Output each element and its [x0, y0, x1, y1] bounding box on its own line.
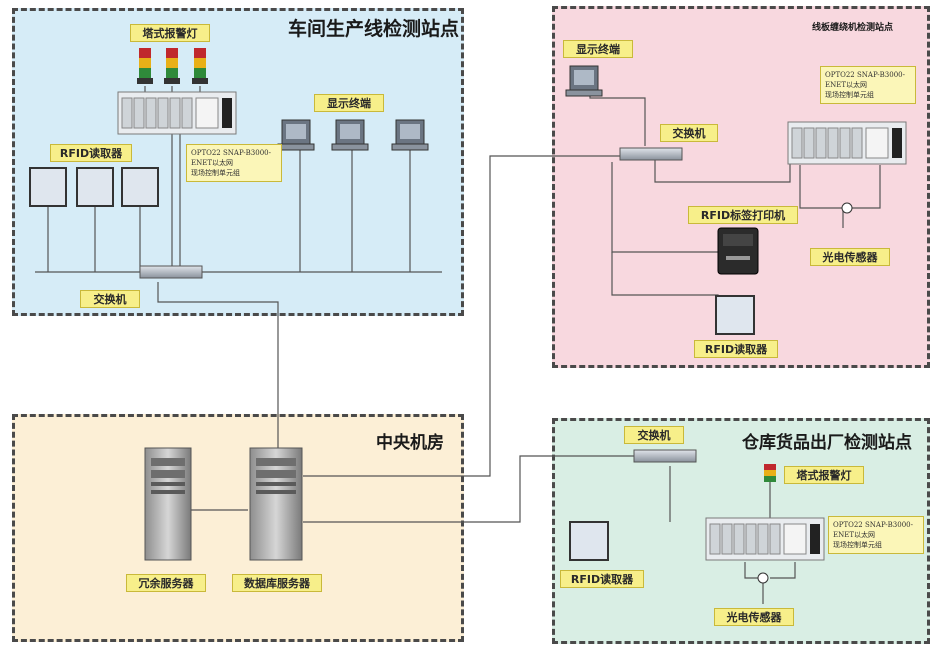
label-backup-server: 冗余服务器 — [126, 574, 206, 592]
label-db-server: 数据库服务器 — [232, 574, 322, 592]
controller-note-board-line1: OPTO22 SNAP-B3000-ENET以太网 — [825, 71, 905, 89]
label-switch-warehouse: 交换机 — [624, 426, 684, 444]
zone-central-title: 中央机房 — [376, 433, 444, 453]
label-display-terminal-workshop: 显示终端 — [314, 94, 384, 112]
zone-workshop-title: 车间生产线检测站点 — [288, 18, 460, 40]
label-photo-sensor-warehouse: 光电传感器 — [714, 608, 794, 626]
label-rfid-printer: RFID标签打印机 — [688, 206, 798, 224]
label-rfid-reader-warehouse: RFID读取器 — [560, 570, 644, 588]
controller-note-warehouse: OPTO22 SNAP-B3000-ENET以太网 现场控制单元组 — [828, 516, 924, 554]
controller-note-board: OPTO22 SNAP-B3000-ENET以太网 现场控制单元组 — [820, 66, 916, 104]
zone-warehouse-title: 仓库货品出厂检测站点 — [742, 433, 912, 453]
label-rfid-reader-board: RFID读取器 — [694, 340, 778, 358]
controller-note-warehouse-line2: 现场控制单元组 — [833, 541, 882, 549]
zone-central — [12, 414, 464, 642]
label-switch-workshop: 交换机 — [80, 290, 140, 308]
controller-note-warehouse-line1: OPTO22 SNAP-B3000-ENET以太网 — [833, 521, 913, 539]
controller-note-workshop: OPTO22 SNAP-B3000-ENET以太网 现场控制单元组 — [186, 144, 282, 182]
label-tower-light-warehouse: 塔式报警灯 — [784, 466, 864, 484]
zone-board-title: 线板缠绕机检测站点 — [812, 23, 894, 33]
controller-note-workshop-line2: 现场控制单元组 — [191, 169, 240, 177]
label-switch-board: 交换机 — [660, 124, 718, 142]
tower-light-group-workshop — [137, 48, 208, 84]
label-display-terminal-board: 显示终端 — [563, 40, 633, 58]
controller-note-board-line2: 现场控制单元组 — [825, 91, 874, 99]
controller-note-workshop-line1: OPTO22 SNAP-B3000-ENET以太网 — [191, 149, 271, 167]
label-rfid-reader-workshop: RFID读取器 — [50, 144, 132, 162]
label-tower-light-workshop: 塔式报警灯 — [130, 24, 210, 42]
label-photo-sensor-board: 光电传感器 — [810, 248, 890, 266]
